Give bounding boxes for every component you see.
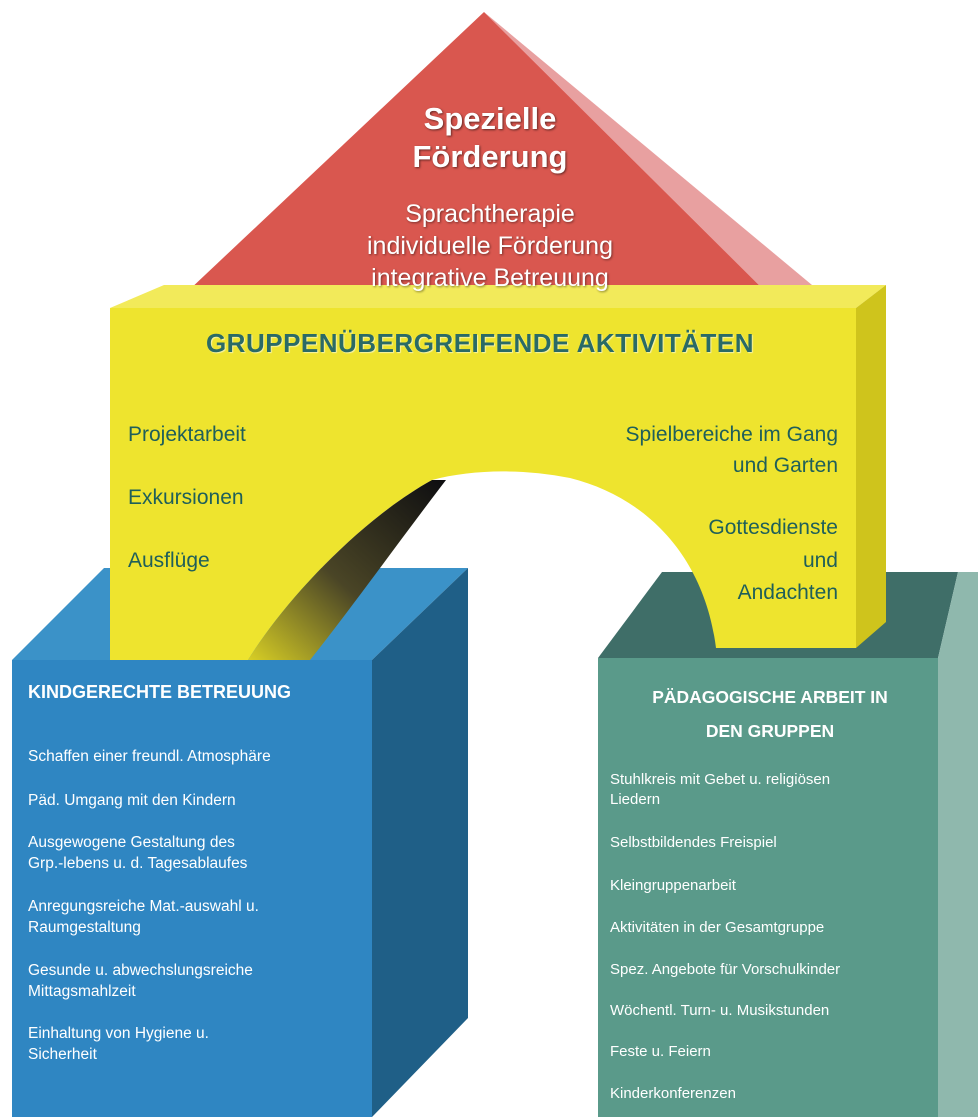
right-block-item: Selbstbildendes Freispiel bbox=[610, 834, 777, 851]
bridge-left-item: Ausflüge bbox=[128, 549, 210, 572]
roof-title: Spezielle Förderung bbox=[340, 100, 640, 176]
roof-item: Sprachtherapie bbox=[405, 200, 575, 228]
green-block-side bbox=[938, 572, 978, 1117]
left-block-item: Grp.-lebens u. d. Tagesablaufes bbox=[28, 855, 248, 872]
bridge-block bbox=[110, 285, 886, 660]
left-block-item: Päd. Umgang mit den Kindern bbox=[28, 792, 236, 809]
bridge-front bbox=[110, 308, 856, 660]
right-block-title: PÄDAGOGISCHE ARBEIT IN DEN GRUPPEN bbox=[600, 680, 940, 748]
bridge-side bbox=[856, 285, 886, 648]
green-block-front bbox=[598, 658, 938, 1117]
right-block-item: Stuhlkreis mit Gebet u. religiösen bbox=[610, 771, 831, 788]
roof-front bbox=[170, 12, 782, 308]
blue-block-side bbox=[372, 568, 468, 1117]
roof-title-line1: Spezielle bbox=[423, 101, 557, 136]
blue-block-front bbox=[12, 660, 372, 1117]
right-block-item: Kinderkonferenzen bbox=[610, 1085, 736, 1102]
roof-side bbox=[484, 12, 818, 308]
right-block-item: Wöchentl. Turn- u. Musikstunden bbox=[610, 1002, 830, 1019]
right-block-item: Aktivitäten in der Gesamtgruppe bbox=[610, 919, 825, 936]
bridge-right-item: Andachten bbox=[737, 581, 838, 604]
right-block-item: Spez. Angebote für Vorschulkinder bbox=[610, 961, 841, 978]
left-block-item: Ausgewogene Gestaltung des bbox=[28, 834, 235, 851]
roof-item: integrative Betreuung bbox=[371, 264, 609, 292]
green-block bbox=[598, 572, 978, 1117]
bridge-left-item: Exkursionen bbox=[128, 486, 244, 509]
left-block-item: Mittagsmahlzeit bbox=[28, 983, 136, 1000]
roof-item: individuelle Förderung bbox=[367, 232, 613, 260]
blue-block bbox=[12, 568, 468, 1117]
right-block-item: Feste u. Feiern bbox=[610, 1043, 711, 1060]
bridge-right-item: Spielbereiche im Gang bbox=[625, 423, 838, 446]
left-block-item: Raumgestaltung bbox=[28, 919, 141, 936]
right-block-item: Kleingruppenarbeit bbox=[610, 877, 736, 894]
left-block-item: Einhaltung von Hygiene u. bbox=[28, 1025, 209, 1042]
left-block-title: KINDGERECHTE BETREUUNG bbox=[28, 682, 292, 702]
right-block-title-line2: DEN GRUPPEN bbox=[705, 721, 835, 741]
roof-title-line2: Förderung bbox=[412, 139, 568, 174]
arch-shadow bbox=[248, 480, 446, 660]
bridge-left-item: Projektarbeit bbox=[128, 423, 246, 446]
left-block-item: Anregungsreiche Mat.-auswahl u. bbox=[28, 898, 259, 915]
bridge-right-item: und bbox=[802, 549, 838, 572]
bridge-right-item: und Garten bbox=[732, 454, 838, 477]
roof-block bbox=[170, 12, 818, 308]
right-block-title-line1: PÄDAGOGISCHE ARBEIT IN bbox=[652, 687, 888, 707]
left-block-item: Sicherheit bbox=[28, 1046, 97, 1063]
left-block-item: Gesunde u. abwechslungsreiche bbox=[28, 962, 253, 979]
bridge-top bbox=[110, 285, 886, 308]
bridge-right-item: Gottesdienste bbox=[708, 516, 838, 539]
left-block-item: Schaffen einer freundl. Atmosphäre bbox=[28, 748, 271, 765]
bridge-title: GRUPPENÜBERGREIFENDE AKTIVITÄTEN bbox=[205, 328, 755, 358]
right-block-item: Liedern bbox=[610, 791, 661, 808]
